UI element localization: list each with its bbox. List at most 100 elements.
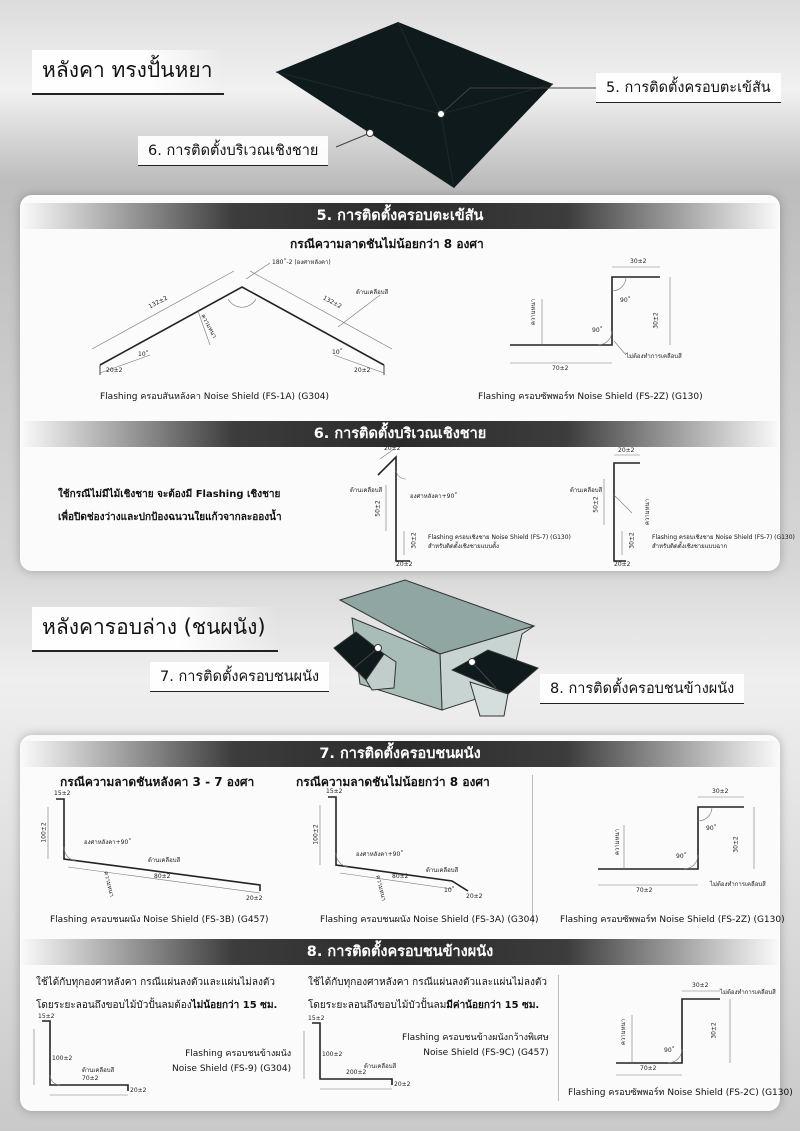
fs2z-p7-note: ไม่ต้องทำการเคลือบสี [710,881,766,888]
panel8-left-note-line1: ใช้ได้กับทุกองศาหลังคา กรณีแผ่นลงตัวและแ… [36,977,275,988]
fs2c-height: 30±2 [710,1022,718,1039]
fs7s-low: 30±2 [628,532,636,549]
fs7s-top: 20±2 [618,447,635,454]
fs7v-angle: องศาหลังคา+90˚ [410,493,458,500]
panel6-note: ใช้กรณีไม่มีไม้เชิงชาย จะต้องมี Flashing… [58,483,282,529]
hip-roof-illustration [275,21,596,189]
fs2z-p7-angle-a: 90˚ [676,853,687,860]
fs9-height: 100±2 [52,1055,73,1062]
fs9-top: 15±2 [38,1013,55,1020]
fs7v-caption-line1: Flashing ครอบเชิงชาย Noise Shield (FS-7)… [428,534,571,541]
fs9c-caption-line2: Noise Shield (FS-9C) (G457) [423,1048,549,1058]
house-side-wall-label: 8. การติดตั้งครอบชนข้างผนัง [540,674,745,704]
fs2c-base: 70±2 [640,1065,657,1072]
fs1a-angle: 180˚-2 (องศาหลังคา) [272,259,331,266]
fs2z-p7-angle-b: 90˚ [706,825,717,832]
fs3b-len: 80±2 [154,873,171,880]
fs1a-coat: ด้านเคลือบสี [356,289,389,296]
lean-to-section-title: หลังคารอบล่าง (ชนผนัง) [32,607,278,652]
fs1a-deg-right: 10˚ [332,349,343,356]
hip-ridge-label: 5. การติดตั้งครอบตะเข้สัน [596,73,781,103]
fs7v-caption: Flashing ครอบเชิงชาย Noise Shield (FS-7)… [428,533,571,551]
fs7v-base: 20±2 [396,561,413,568]
fs2z-note: ไม่ต้องทำการเคลือบสี [626,353,682,360]
fs7s-caption-line2: สำหรับติดตั้งเชิงชายแบบฉาก [652,543,728,550]
fs9c-caption-line1: Flashing ครอบชนข้างผนังกว้างพิเศษ [402,1033,549,1043]
fs9c-top: 15±2 [308,1015,325,1022]
fs3a-caption: Flashing ครอบชนผนัง Noise Shield (FS-3A)… [320,915,539,925]
fs2z-drawing [510,266,671,364]
fs2c-note: ไม่ต้องทำการเคลือบสี [720,989,776,996]
fs3b-caption: Flashing ครอบชนผนัง Noise Shield (FS-3B)… [50,915,269,925]
panel8-left-note-bold: ไม่น้อยกว่า 15 ซม. [191,1000,278,1011]
fs9-coat: ด้านเคลือบสี [82,1067,115,1074]
fs9c-coat: ด้านเคลือบสี [364,1063,397,1070]
fs3a-drawing [319,796,469,892]
fs9c-caption: Flashing ครอบชนข้างผนังกว้างพิเศษ Noise … [402,1031,549,1061]
fs7v-coat: ด้านเคลือบสี [350,487,383,494]
fs2z-p7-top: 30±2 [712,788,729,795]
fs2z-p7-drawing [598,796,755,886]
fs7s-thick: ความหนา [644,498,652,526]
fs3b-angle: องศาหลังคา+90˚ [84,839,132,846]
fs2c-top: 30±2 [692,982,709,989]
fs9-caption-line2: Noise Shield (FS-9) (G304) [172,1064,292,1074]
fs7s-mid: 50±2 [592,496,600,513]
fs2z-angle-a: 90˚ [592,327,603,334]
fs9-len: 70±2 [82,1075,99,1082]
fs1a-drawing [91,262,393,375]
fs9c-len: 200±2 [346,1069,367,1076]
fs7-vertical-drawing [377,448,410,562]
hip-eave-label: 6. การติดตั้งบริเวณเชิงชาย [138,136,329,166]
fs7s-caption-line1: Flashing ครอบเชิงชาย Noise Shield (FS-7)… [652,534,795,541]
fs2c-drawing [616,990,731,1076]
panel8-mid-note-line2: โดยระยะลอนถึงขอบไม้บัวปั้นลมมีค่าน้อยกว่… [308,994,547,1017]
panel-ridge-eave: 5. การติดตั้งครอบตะเข้สัน กรณีความลาดชัน… [20,195,795,571]
panel8-left-note-plain: โดยระยะลอนถึงขอบไม้บัวปั้นลมต้อง [36,1000,192,1011]
panel7-sub-a: กรณีความลาดชันหลังคา 3 - 7 องศา [60,775,255,789]
panel-wall-flashing: 7. การติดตั้งครอบชนผนัง กรณีความลาดชันหล… [20,735,793,1111]
fs1a-caption: Flashing ครอบสันหลังคา Noise Shield (FS-… [100,392,330,402]
panel5-banner: 5. การติดตั้งครอบตะเข้สัน [20,203,780,229]
fs7s-caption: Flashing ครอบเชิงชาย Noise Shield (FS-7)… [652,533,795,551]
panel8-left-note-line2: โดยระยะลอนถึงขอบไม้บัวปั้นลมต้องไม่น้อยก… [36,994,277,1017]
fs7s-coat: ด้านเคลือบสี [570,487,603,494]
panel7-banner: 7. การติดตั้งครอบชนผนัง [20,741,780,767]
fs1a-end-left: 20±2 [106,367,123,374]
fs9c-height: 100±2 [322,1051,343,1058]
panel8-mid-note-line1: ใช้ได้กับทุกองศาหลังคา กรณีแผ่นลงตัวและแ… [308,977,547,988]
fs2c-angle: 90˚ [664,1047,675,1054]
fs2z-caption: Flashing ครอบซัพพอร์ท Noise Shield (FS-2… [478,392,703,402]
fs2z-base: 70±2 [552,365,569,372]
hip-roof-section-title: หลังคา ทรงปั้นหยา [32,50,225,95]
fs3a-len: 80±2 [392,873,409,880]
fs1a-deg-left: 10˚ [138,351,149,358]
fs2z-top: 30±2 [630,258,647,265]
fs3b-coat: ด้านเคลือบสี [148,857,181,864]
fs7v-top: 20±2 [384,445,401,452]
fs9-end: 20±2 [130,1087,147,1094]
fs3a-coat: ด้านเคลือบสี [426,867,459,874]
panel6-note-line1: ใช้กรณีไม่มีไม้เชิงชาย จะต้องมี Flashing… [58,489,281,500]
house-wall-label: 7. การติดตั้งครอบชนผนัง [150,662,330,692]
panel7-divider [532,775,533,925]
panel8-banner: 8. การติดตั้งครอบชนข้างผนัง [20,939,780,965]
panel8-mid-note: ใช้ได้กับทุกองศาหลังคา กรณีแผ่นลงตัวและแ… [308,971,547,1017]
panel8-mid-note-bold: มีค่าน้อยกว่า 15 ซม. [446,1000,540,1011]
panel7-sub-b: กรณีความลาดชันไม่น้อยกว่า 8 องศา [296,775,490,789]
fs3a-top: 15±2 [326,788,343,795]
panel6-banner: 6. การติดตั้งบริเวณเชิงชาย [20,421,780,447]
fs2z-p7-caption: Flashing ครอบซัพพอร์ท Noise Shield (FS-2… [560,915,785,925]
house-illustration [333,579,539,717]
panel5-subtitle: กรณีความลาดชันไม่น้อยกว่า 8 องศา [290,237,484,251]
panel6-note-line2: เพื่อปิดช่องว่างและปกป้องฉนวนใยแก้วจากละ… [58,512,282,523]
fs7-square-drawing [603,454,640,562]
fs9-caption-line1: Flashing ครอบชนข้างผนัง [185,1049,292,1059]
fs2c-thick: ความหนา [620,1018,628,1046]
fs3a-end: 20±2 [466,893,483,900]
panel8-left-note: ใช้ได้กับทุกองศาหลังคา กรณีแผ่นลงตัวและแ… [36,971,277,1017]
fs9c-end: 20±2 [394,1081,411,1088]
fs3b-drawing [47,798,261,894]
fs2z-p7-base: 70±2 [636,887,653,894]
fs9-drawing [33,1020,129,1096]
